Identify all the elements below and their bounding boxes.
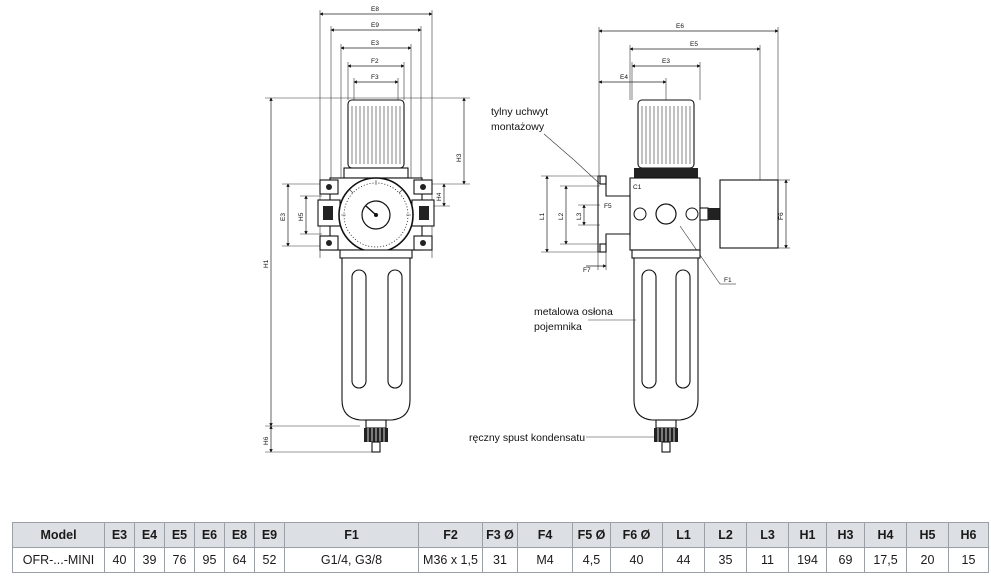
label-c1: C1 (633, 184, 642, 191)
table-header: L1 (662, 522, 705, 548)
table-header-row: Model E3 E4 E5 E6 E8 E9 F1 F2 F3 Ø F4 F5… (12, 522, 989, 548)
pressure-gauge (338, 177, 414, 253)
label-e3-side: E3 (280, 213, 287, 221)
side-view: E6 E5 E3 E4 C1 (469, 23, 790, 453)
label-f3: F3 (371, 74, 379, 81)
label-h1: H1 (263, 259, 270, 268)
label-h5: H5 (298, 212, 305, 221)
table-cell: 20 (906, 547, 949, 573)
table-cell: 11 (746, 547, 789, 573)
table-cell: OFR-...-MINI (12, 547, 105, 573)
table-header: E4 (134, 522, 165, 548)
table-cell: 64 (224, 547, 255, 573)
label-h3: H3 (456, 153, 463, 162)
callout-rear-bracket: tylny uchwyt montażowy (491, 106, 601, 185)
table-cell: 95 (194, 547, 225, 573)
table-cell: 31 (482, 547, 518, 573)
table-header: Model (12, 522, 105, 548)
svg-text:montażowy: montażowy (491, 121, 545, 133)
table-header: H5 (906, 522, 949, 548)
label-e3-side-view: E3 (662, 58, 670, 65)
front-view: E8 E9 E3 F2 F3 H1 H3 H4 (263, 6, 470, 453)
technical-drawing: E8 E9 E3 F2 F3 H1 H3 H4 (263, 6, 790, 453)
label-l1: L1 (539, 212, 546, 220)
table-cell: 39 (134, 547, 165, 573)
table-header: E6 (194, 522, 225, 548)
label-l3: L3 (576, 212, 583, 220)
label-h6: H6 (263, 436, 270, 445)
label-f2: F2 (371, 58, 379, 65)
table-header: L2 (704, 522, 747, 548)
table-header: F1 (284, 522, 419, 548)
label-e3-top: E3 (371, 40, 379, 47)
label-f1: F1 (724, 277, 732, 284)
callout-bowl-guard: metalowa osłona pojemnika (534, 306, 636, 333)
svg-text:metalowa osłona: metalowa osłona (534, 306, 613, 318)
table-cell: 40 (610, 547, 663, 573)
table-header: E9 (254, 522, 285, 548)
label-e8: E8 (371, 6, 379, 13)
table-cell: 194 (788, 547, 827, 573)
label-f6: F6 (778, 212, 785, 220)
table-cell: M36 x 1,5 (418, 547, 483, 573)
label-e9: E9 (371, 22, 379, 29)
table-cell: 17,5 (864, 547, 907, 573)
table-cell: 35 (704, 547, 747, 573)
table-header: H6 (948, 522, 989, 548)
table-cell: 76 (164, 547, 195, 573)
table-cell: 15 (948, 547, 989, 573)
table-cell: 40 (104, 547, 135, 573)
table-header: L3 (746, 522, 789, 548)
label-l2: L2 (558, 212, 565, 220)
label-e4: E4 (620, 74, 628, 81)
table-header: H4 (864, 522, 907, 548)
table-header: F6 Ø (610, 522, 663, 548)
table-header: E8 (224, 522, 255, 548)
spec-table: Model E3 E4 E5 E6 E8 E9 F1 F2 F3 Ø F4 F5… (12, 522, 989, 573)
svg-text:tylny uchwyt: tylny uchwyt (491, 106, 548, 118)
table-cell: 69 (826, 547, 865, 573)
table-cell: 52 (254, 547, 285, 573)
drain-valve (364, 428, 388, 453)
table-header: F3 Ø (482, 522, 518, 548)
adjusting-knob (343, 99, 409, 179)
label-e6: E6 (676, 23, 684, 30)
table-cell: 4,5 (572, 547, 611, 573)
table-header: H1 (788, 522, 827, 548)
table-row: OFR-...-MINI 40 39 76 95 64 52 G1/4, G3/… (12, 547, 989, 573)
table-cell: M4 (517, 547, 573, 573)
label-e5: E5 (690, 41, 698, 48)
table-header: F5 Ø (572, 522, 611, 548)
label-h4: H4 (436, 192, 443, 201)
table-header: F4 (517, 522, 573, 548)
label-f5: F5 (604, 203, 612, 210)
table-header: H3 (826, 522, 865, 548)
callout-manual-drain: ręczny spust kondensatu (469, 432, 654, 444)
table-cell: G1/4, G3/8 (284, 547, 419, 573)
table-header: E5 (164, 522, 195, 548)
svg-text:ręczny spust kondensatu: ręczny spust kondensatu (469, 432, 585, 444)
table-header: E3 (104, 522, 135, 548)
label-f7: F7 (583, 267, 591, 274)
table-header: F2 (418, 522, 483, 548)
svg-text:pojemnika: pojemnika (534, 321, 582, 333)
filter-bowl (341, 257, 411, 429)
table-cell: 44 (662, 547, 705, 573)
